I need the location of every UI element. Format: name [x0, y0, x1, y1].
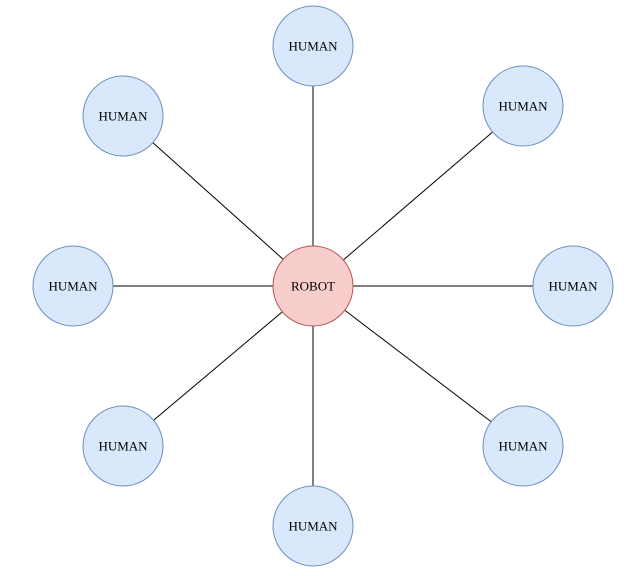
- edge-robot-human-bottom-left: [153, 311, 283, 421]
- human-node-top-right: HUMAN: [482, 65, 564, 147]
- human-node-bottom-left-circle: [82, 405, 164, 487]
- human-node-top-label: HUMAN: [288, 39, 338, 54]
- edge-robot-human-top-right: [343, 131, 493, 261]
- human-node-top-left-circle: [82, 75, 164, 157]
- human-node-bottom-label: HUMAN: [288, 519, 338, 534]
- edge-robot-human-bottom-right: [344, 309, 492, 423]
- human-node-bottom-right: HUMAN: [482, 405, 564, 487]
- human-node-right-label: HUMAN: [548, 279, 598, 294]
- robot-node: ROBOT: [272, 245, 354, 327]
- human-node-top-left: HUMAN: [82, 75, 164, 157]
- human-node-bottom: HUMAN: [272, 485, 354, 567]
- human-node-left: HUMAN: [32, 245, 114, 327]
- human-node-top-right-label: HUMAN: [498, 99, 548, 114]
- robot-node-circle: [272, 245, 354, 327]
- human-node-top-left-label: HUMAN: [98, 109, 148, 124]
- human-node-top-right-circle: [482, 65, 564, 147]
- human-node-top-circle: [272, 5, 354, 87]
- human-node-right-circle: [532, 245, 614, 327]
- human-node-left-circle: [32, 245, 114, 327]
- human-node-bottom-right-circle: [482, 405, 564, 487]
- human-node-right: HUMAN: [532, 245, 614, 327]
- human-node-left-label: HUMAN: [48, 279, 98, 294]
- human-node-bottom-circle: [272, 485, 354, 567]
- nodes-layer: HUMAN HUMAN HUMAN HUMAN HUMAN HUMAN HUMAN HUMAN…: [32, 5, 614, 567]
- human-node-bottom-left: HUMAN: [82, 405, 164, 487]
- robot-node-label: ROBOT: [291, 279, 335, 294]
- human-node-bottom-right-label: HUMAN: [498, 439, 548, 454]
- edge-robot-human-top-left: [152, 142, 284, 260]
- human-node-top: HUMAN: [272, 5, 354, 87]
- human-node-bottom-left-label: HUMAN: [98, 439, 148, 454]
- edges-layer: [113, 86, 533, 486]
